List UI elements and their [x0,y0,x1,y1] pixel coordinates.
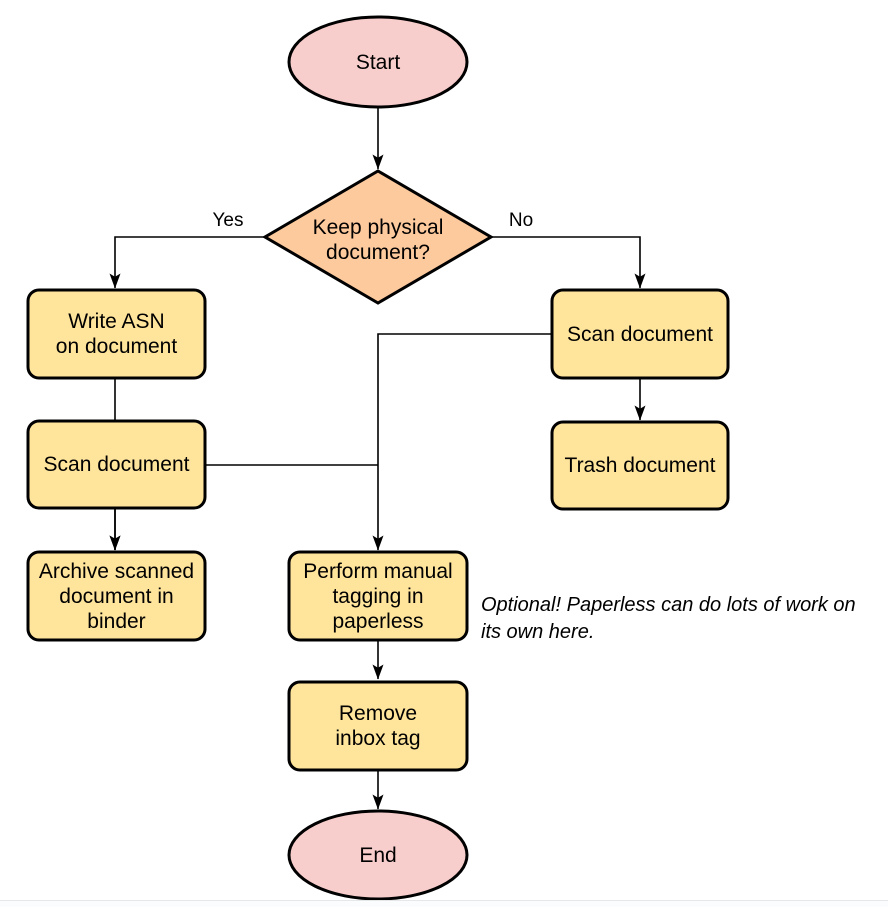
remove-inbox-node [287,680,469,772]
archive-node [26,550,207,642]
optional-annotation: Optional! Paperless can do lots of work … [481,594,856,643]
tagging-node-label: Perform manual tagging in paperless [303,559,453,633]
end-node [287,809,469,901]
decision-node-label: Keep physical document? [312,215,444,264]
scan-right-node-label: Scan document [567,322,713,346]
edge-decision-no [491,236,646,289]
write-asn-node [26,288,207,380]
decision-node [262,169,494,305]
edge-label-yes: Yes [212,210,244,231]
start-node-label: Start [355,50,401,74]
trash-node [550,420,730,511]
remove-inbox-node-label: Remove inbox tag [335,702,421,750]
edge-label-no: No [508,210,534,231]
page-bottom-divider [0,900,888,907]
write-asn-node-label: Write ASN on document [55,310,178,358]
scan-right-node [550,288,730,380]
scan-left-node [26,419,207,510]
scan-left-node-label: Scan document [43,453,190,476]
archive-node-label: Archive scanned document in binder [38,559,195,633]
start-node [287,15,469,109]
trash-node-label: Trash document [564,454,716,477]
end-node-label: End [359,843,397,867]
edge-scanright-to-tagging [372,333,552,551]
tagging-node [287,550,469,642]
edge-decision-yes [109,236,265,289]
